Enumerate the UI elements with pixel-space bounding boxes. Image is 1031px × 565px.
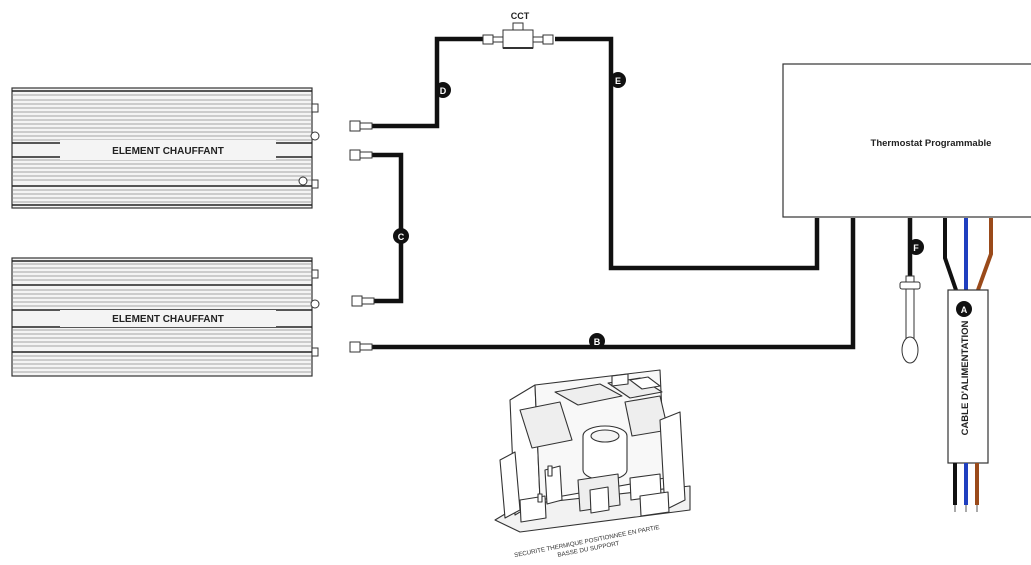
power-cable-wires-top	[943, 218, 993, 291]
heater-element-1: ELEMENT CHAUFFANT	[11, 87, 320, 209]
wire-d	[372, 36, 483, 129]
marker-b: B	[589, 333, 605, 349]
thermostat-box: Thermostat Programmable	[782, 63, 1031, 218]
wire-e	[555, 36, 820, 271]
heater-element-2: ELEMENT CHAUFFANT	[11, 257, 320, 377]
thermostat-label: Thermostat Programmable	[871, 138, 992, 149]
wire-strands	[954, 505, 978, 512]
power-cable-label: CABLE D'ALIMENTATION	[960, 320, 971, 435]
marker-b-label: B	[594, 337, 601, 347]
power-cable-wires-bottom	[953, 463, 979, 505]
terminal-c-top	[349, 149, 373, 161]
heater-1-label: ELEMENT CHAUFFANT	[112, 146, 224, 157]
marker-a: A	[956, 301, 972, 317]
wire-b	[372, 218, 856, 350]
marker-f: F	[908, 239, 924, 255]
marker-a-label: A	[961, 305, 968, 315]
heater-terminals	[310, 269, 320, 357]
terminal-d	[349, 120, 373, 132]
heater-fins	[12, 263, 312, 373]
terminal-b	[349, 341, 373, 353]
marker-c: C	[393, 228, 409, 244]
terminal-c-bottom	[351, 295, 375, 307]
marker-d: D	[435, 82, 451, 98]
heater-2-label: ELEMENT CHAUFFANT	[112, 314, 224, 325]
thermal-support-bracket-illustration	[494, 369, 691, 533]
marker-d-label: D	[440, 86, 447, 96]
heater-terminals	[298, 103, 320, 189]
wire-c	[372, 152, 404, 304]
ring-terminals	[349, 120, 375, 353]
marker-c-label: C	[398, 232, 405, 242]
cct-thermal-cutoff	[482, 22, 554, 49]
temperature-sensor-probe	[899, 275, 921, 364]
marker-f-label: F	[913, 243, 919, 253]
cct-label: CCT	[511, 11, 530, 21]
marker-e-label: E	[615, 76, 621, 86]
wire-markers: D E C B F A	[393, 72, 972, 349]
marker-e: E	[610, 72, 626, 88]
heater-fins	[12, 94, 312, 203]
power-cable-sheath: CABLE D'ALIMENTATION	[947, 289, 989, 464]
